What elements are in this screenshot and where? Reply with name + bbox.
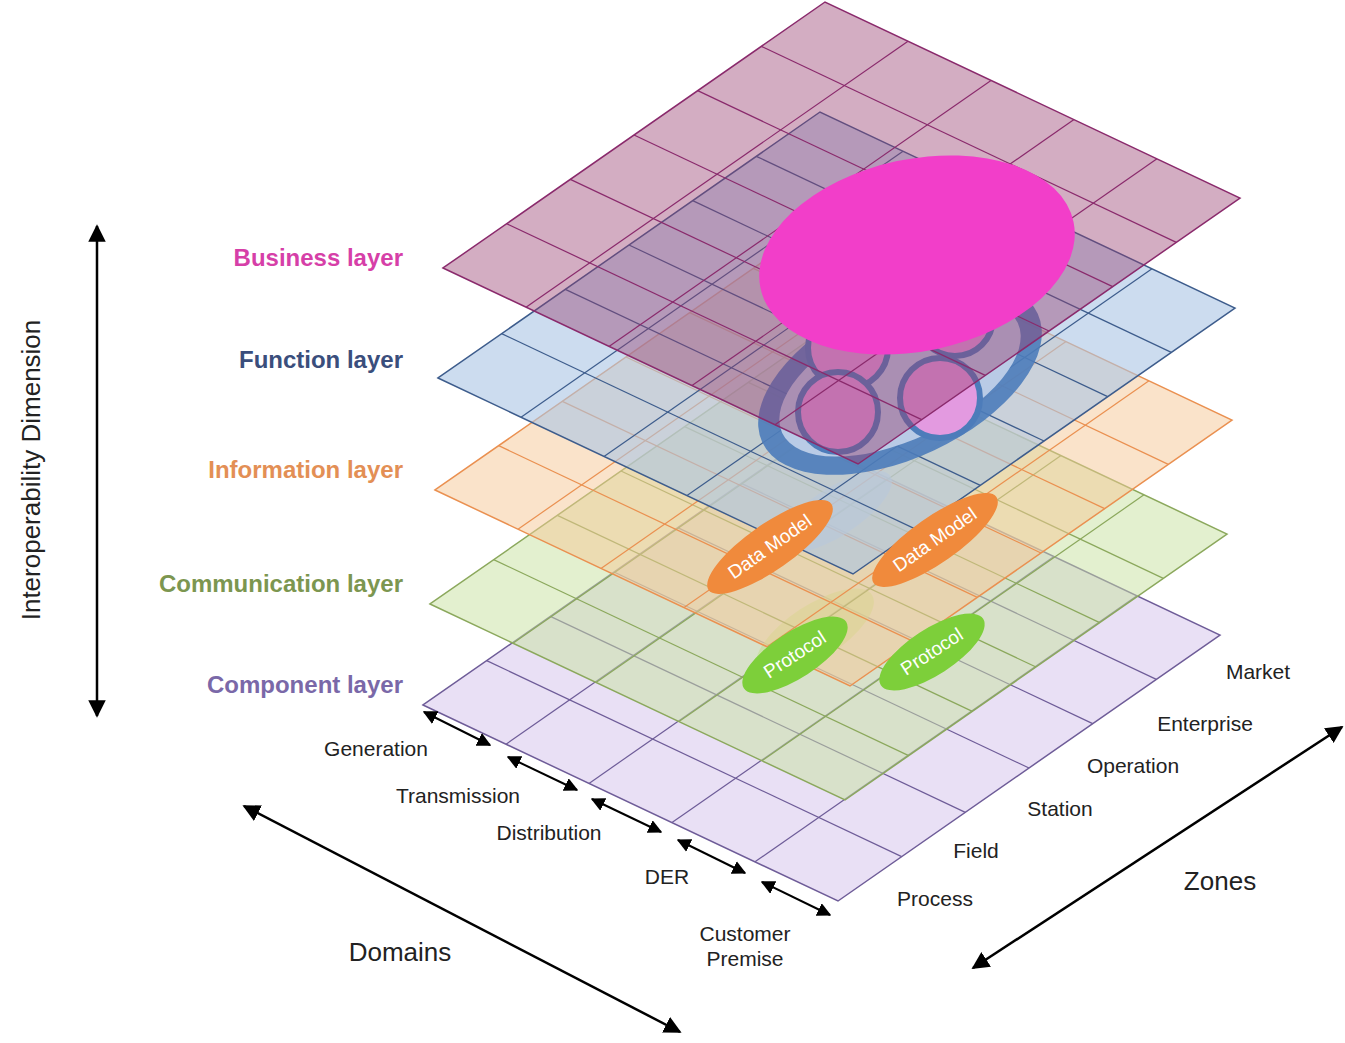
interoperability-arrow xyxy=(96,226,99,716)
domain-name: Distribution xyxy=(496,820,601,845)
ellipse-shape xyxy=(868,599,995,704)
plane-surface xyxy=(443,2,1240,464)
zone-name: Operation xyxy=(1087,753,1179,778)
ellipse-shape xyxy=(860,478,1009,602)
layer-name: Communication layer xyxy=(159,570,403,599)
business-plane xyxy=(443,2,1240,464)
axis-arrows xyxy=(97,226,1342,1032)
domain-span-arrow xyxy=(762,882,830,915)
zone-name: Market xyxy=(1226,659,1290,684)
axis-title: Domains xyxy=(349,937,452,968)
domain-name: Generation xyxy=(324,736,428,761)
domain-name: Customer Premise xyxy=(685,921,805,971)
zone-name: Field xyxy=(953,838,999,863)
layer-name: Information layer xyxy=(208,456,403,485)
axis-title: Zones xyxy=(1184,866,1256,897)
ellipse-shape xyxy=(695,485,844,609)
domain-name: Transmission xyxy=(396,783,520,808)
layer-planes xyxy=(423,2,1240,901)
layer-name: Function layer xyxy=(239,346,403,375)
zone-name: Process xyxy=(897,886,973,911)
domain-span-arrow xyxy=(424,712,490,745)
layer-name: Business layer xyxy=(234,244,403,273)
zones-arrow xyxy=(973,727,1342,968)
business-ellipse xyxy=(741,128,1094,382)
layer-name: Component layer xyxy=(207,671,403,700)
domain-span-arrow xyxy=(592,799,661,832)
domains-arrow xyxy=(244,806,680,1032)
ellipse-shape xyxy=(731,602,858,707)
zone-name: Enterprise xyxy=(1157,711,1253,736)
zone-name: Station xyxy=(1027,796,1092,821)
domain-name: DER xyxy=(645,864,689,889)
axis-title: Interoperability Dimension xyxy=(16,320,47,621)
